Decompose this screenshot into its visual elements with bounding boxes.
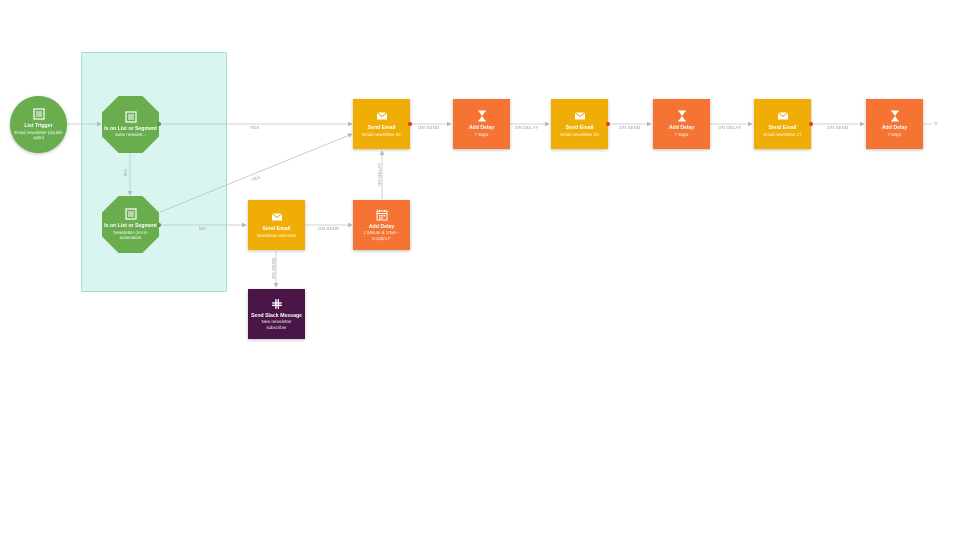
node-title: Add Delay (368, 223, 395, 230)
add-delay-node[interactable]: Add Delay 7 Days (866, 99, 923, 149)
node-title: Add Delay (881, 125, 908, 132)
send-email-node[interactable]: Send Email Email newsletter 27 (754, 99, 811, 149)
list-icon (124, 208, 137, 220)
node-subtitle: Email newsletter 26 (560, 131, 599, 137)
envelope-icon (271, 213, 282, 221)
node-subtitle: Email newsletter (double optin) (14, 129, 63, 141)
node-title: Send Email (565, 125, 594, 132)
selection-box (81, 52, 227, 292)
node-subtitle: Newsletter welcome (256, 232, 297, 238)
send-email-node[interactable]: Send Email Email newsletter 26 (551, 99, 608, 149)
node-title: Is on List or Segment (104, 125, 157, 132)
node-subtitle: 7 Days (474, 131, 489, 137)
envelope-icon (376, 112, 387, 120)
node-subtitle: Email newsletter 27 (763, 131, 802, 137)
output-port[interactable] (408, 122, 412, 126)
add-delay-node[interactable]: Add Delay 7 Days (653, 99, 710, 149)
node-title: Send Email (768, 125, 797, 132)
node-title: List Trigger (24, 123, 53, 130)
node-subtitle: 7 Days (887, 131, 902, 137)
edge-label-next: O (934, 121, 938, 126)
node-title: Send Email (262, 226, 291, 233)
node-title: Add Delay (668, 125, 695, 132)
output-port[interactable] (157, 223, 161, 227)
output-port[interactable] (157, 122, 161, 126)
hourglass-icon (477, 110, 486, 122)
node-subtitle: Newsletter (not in automation (113, 229, 148, 241)
send-email-node[interactable]: Send Email Newsletter welcome (248, 200, 305, 250)
add-delay-node[interactable]: Add Delay 7 Days (453, 99, 510, 149)
list-icon (32, 108, 45, 120)
node-subtitle: New newsletter subscriber (261, 319, 292, 330)
hourglass-icon (890, 110, 899, 122)
node-title: Send Slack Message (250, 312, 303, 319)
edge-label-on-delay: ON DELAY (515, 125, 539, 130)
node-subtitle: Subs newsletr... (115, 132, 146, 138)
edge-label-on-delay: ON DELAY (377, 162, 383, 187)
calendar-icon (376, 209, 387, 221)
edge-label-on-send: ON SEND (827, 125, 849, 130)
edge-seg2-email25 (159, 133, 353, 213)
output-port[interactable] (606, 122, 610, 126)
add-delay-node[interactable]: Add Delay 1 Minute & 10am - 6:10pm F (353, 200, 410, 250)
envelope-icon (574, 112, 585, 120)
edge-label-on-send: ON SEND (619, 125, 641, 130)
hourglass-icon (677, 110, 686, 122)
edge-label-on-send: ON SEND (418, 125, 440, 130)
edge-label-yes: YES (250, 125, 260, 130)
slack-icon (271, 298, 282, 309)
segment-condition-node[interactable]: Is on List or Segment Newsletter (not in… (102, 196, 159, 253)
list-trigger-node[interactable]: List Trigger Email newsletter (double op… (10, 96, 67, 153)
edge-label-no-horizontal: NO (199, 226, 206, 231)
node-title: Send Email (367, 125, 396, 132)
segment-condition-node[interactable]: Is on List or Segment Subs newsletr... (102, 96, 159, 153)
output-port[interactable] (809, 122, 813, 126)
send-slack-message-node[interactable]: Send Slack Message New newsletter subscr… (248, 289, 305, 339)
edge-label-on-send: ON SEND (271, 257, 277, 280)
node-title: Add Delay (468, 125, 495, 132)
edge-label-on-send: ON SEND (318, 226, 340, 231)
node-title: Is on List or Segment (104, 223, 157, 230)
list-icon (124, 111, 137, 123)
node-subtitle: Email newsletter 25 (362, 131, 401, 137)
edge-label-no: NO (123, 169, 128, 176)
node-subtitle: 1 Minute & 10am - 6:10pm F (363, 230, 400, 241)
envelope-icon (777, 112, 788, 120)
edge-label-on-delay: ON DELAY (718, 125, 742, 130)
node-subtitle: 7 Days (674, 131, 689, 137)
send-email-node[interactable]: Send Email Email newsletter 25 (353, 99, 410, 149)
